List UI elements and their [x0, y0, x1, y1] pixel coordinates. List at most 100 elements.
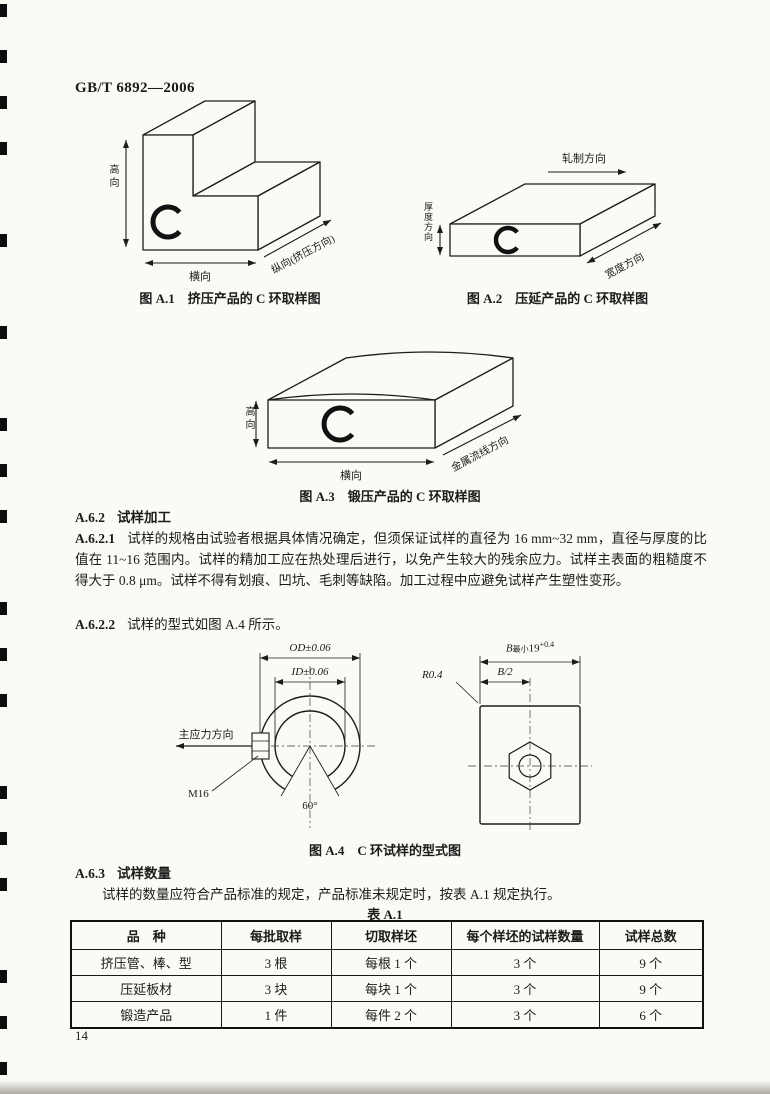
rolling-direction-label: 轧制方向 [562, 153, 606, 165]
table-header-row: 品 种 每批取样 切取样坯 每个样坯的试样数量 试样总数 [70, 920, 704, 950]
scan-mark [0, 648, 7, 661]
scan-mark [0, 326, 7, 339]
table-row: 压延板材 3 块 每块 1 个 3 个 9 个 [70, 974, 704, 1002]
clause-number: A.6.3 [75, 866, 105, 881]
table-header-cell: 每批取样 [220, 920, 332, 950]
figure-a1: 高向 横向 纵向(挤压方向) [88, 100, 368, 290]
scan-mark [0, 96, 7, 109]
figure-a2-drawing [437, 169, 662, 264]
table-cell: 每件 2 个 [330, 1000, 452, 1028]
document-header: GB/T 6892—2006 [75, 80, 195, 96]
clause-a622: A.6.2.2 试样的型式如图 A.4 所示。 [75, 614, 707, 635]
table-cell: 每根 1 个 [330, 948, 452, 976]
scan-mark [0, 464, 7, 477]
table-cell: 3 个 [450, 974, 600, 1002]
figure-a1-caption: 图 A.1 挤压产品的 C 环取样图 [139, 291, 321, 306]
height-direction-label: 高向 [243, 406, 254, 432]
clause-text: 试样的型式如图 A.4 所示。 [127, 617, 289, 632]
table-row: 锻造产品 1 件 每件 2 个 3 个 6 个 [70, 1000, 704, 1028]
lateral-direction-label: 横向 [189, 271, 211, 283]
height-direction-label: 高向 [107, 164, 118, 190]
scan-mark [0, 4, 7, 17]
table-cell: 3 块 [220, 974, 332, 1002]
slot-lines [280, 745, 340, 797]
scan-mark [0, 694, 7, 707]
clause-a63: A.6.3 试样数量 [75, 862, 171, 882]
clause-a62: A.6.2 试样加工 [75, 506, 171, 526]
figure-a4-caption: 图 A.4 C 环试样的型式图 [308, 843, 462, 858]
table-header-cell: 试样总数 [598, 920, 704, 950]
principal-stress-label: 主应力方向 [178, 729, 234, 741]
scan-mark [0, 234, 7, 247]
direction-arrows [253, 401, 522, 465]
b-half-label: B/2 [497, 666, 513, 678]
b-subscript: 最小 [512, 644, 529, 654]
table-cell: 6 个 [598, 1000, 704, 1028]
c-ring-symbol [150, 204, 182, 240]
table-title: 表 A.1 [367, 907, 403, 922]
scan-mark [0, 1062, 7, 1075]
table-cell: 3 根 [220, 948, 332, 976]
scan-edge-shadow [0, 1080, 770, 1094]
b-value: 19 [528, 642, 540, 655]
table-header-cell: 每个样坯的试样数量 [450, 920, 600, 950]
b-tolerance: +0.4 [539, 640, 555, 649]
id-dimension-label: ID±0.06 [291, 666, 329, 678]
table-cell: 9 个 [598, 974, 704, 1002]
m16-label: M16 [188, 788, 209, 800]
dimension-lines [259, 653, 361, 740]
l-block-shape [142, 100, 321, 251]
dimension-lines [455, 656, 581, 704]
c-ring-symbol [493, 225, 519, 255]
table-cell: 压延板材 [70, 974, 222, 1002]
scan-mark [0, 1016, 7, 1029]
figure-a4: OD±0.06 ID±0.06 主应力方向 M16 60° R0.4 B最小19… [160, 636, 610, 841]
scan-mark [0, 832, 7, 845]
thickness-direction-label: 厚度方向 [423, 202, 433, 242]
figure-a3-drawing [253, 351, 522, 465]
od-dimension-label: OD±0.06 [289, 642, 331, 654]
scan-mark [0, 418, 7, 431]
c-ring-symbol [321, 405, 355, 443]
clause-number: A.6.2 [75, 510, 105, 525]
centerlines [468, 678, 592, 832]
figure-a2-caption: 图 A.2 压延产品的 C 环取样图 [466, 291, 649, 306]
clause-title: 试样数量 [117, 866, 171, 881]
figure-a4-drawing [176, 653, 592, 832]
scan-mark [0, 786, 7, 799]
lateral-direction-label: 横向 [340, 470, 362, 482]
b-symbol: B [505, 642, 513, 655]
slot-angle-label: 60° [302, 800, 318, 812]
table-cell: 锻造产品 [70, 1000, 222, 1028]
clause-number: A.6.2.1 [75, 531, 116, 546]
clause-number: A.6.2.2 [75, 617, 116, 632]
figure-a3: 高向 横向 金属流线方向 [240, 308, 540, 483]
slab-shape [449, 183, 656, 257]
page-number: 14 [75, 1028, 88, 1043]
direction-arrows [437, 169, 662, 264]
table-header-cell: 品 种 [70, 920, 222, 950]
clause-text: 试样的规格由试验者根据具体情况确定，但须保证试样的直径为 16 mm~32 mm… [75, 531, 707, 588]
clause-a63-body: 试样的数量应符合产品标准的规定，产品标准未规定时，按表 A.1 规定执行。 [102, 887, 561, 902]
table-cell: 3 个 [450, 1000, 600, 1028]
table-cell: 挤压管、棒、型 [70, 948, 222, 976]
table-cell: 9 个 [598, 948, 704, 976]
figure-a3-caption: 图 A.3 锻压产品的 C 环取样图 [299, 489, 481, 504]
table-cell: 每块 1 个 [330, 974, 452, 1002]
scan-mark [0, 510, 7, 523]
m16-bolt [211, 732, 270, 792]
scan-mark [0, 602, 7, 615]
radius-label: R0.4 [422, 669, 443, 681]
figure-a1-drawing [123, 100, 332, 266]
scan-mark [0, 970, 7, 983]
b-min-dimension-label: B最小19+0.4 [478, 640, 582, 655]
scan-mark [0, 878, 7, 891]
table-cell: 1 件 [220, 1000, 332, 1028]
table-cell: 3 个 [450, 948, 600, 976]
clause-title: 试样加工 [117, 510, 171, 525]
forged-slab-shape [267, 351, 514, 449]
scan-mark [0, 142, 7, 155]
centerlines [255, 666, 375, 828]
